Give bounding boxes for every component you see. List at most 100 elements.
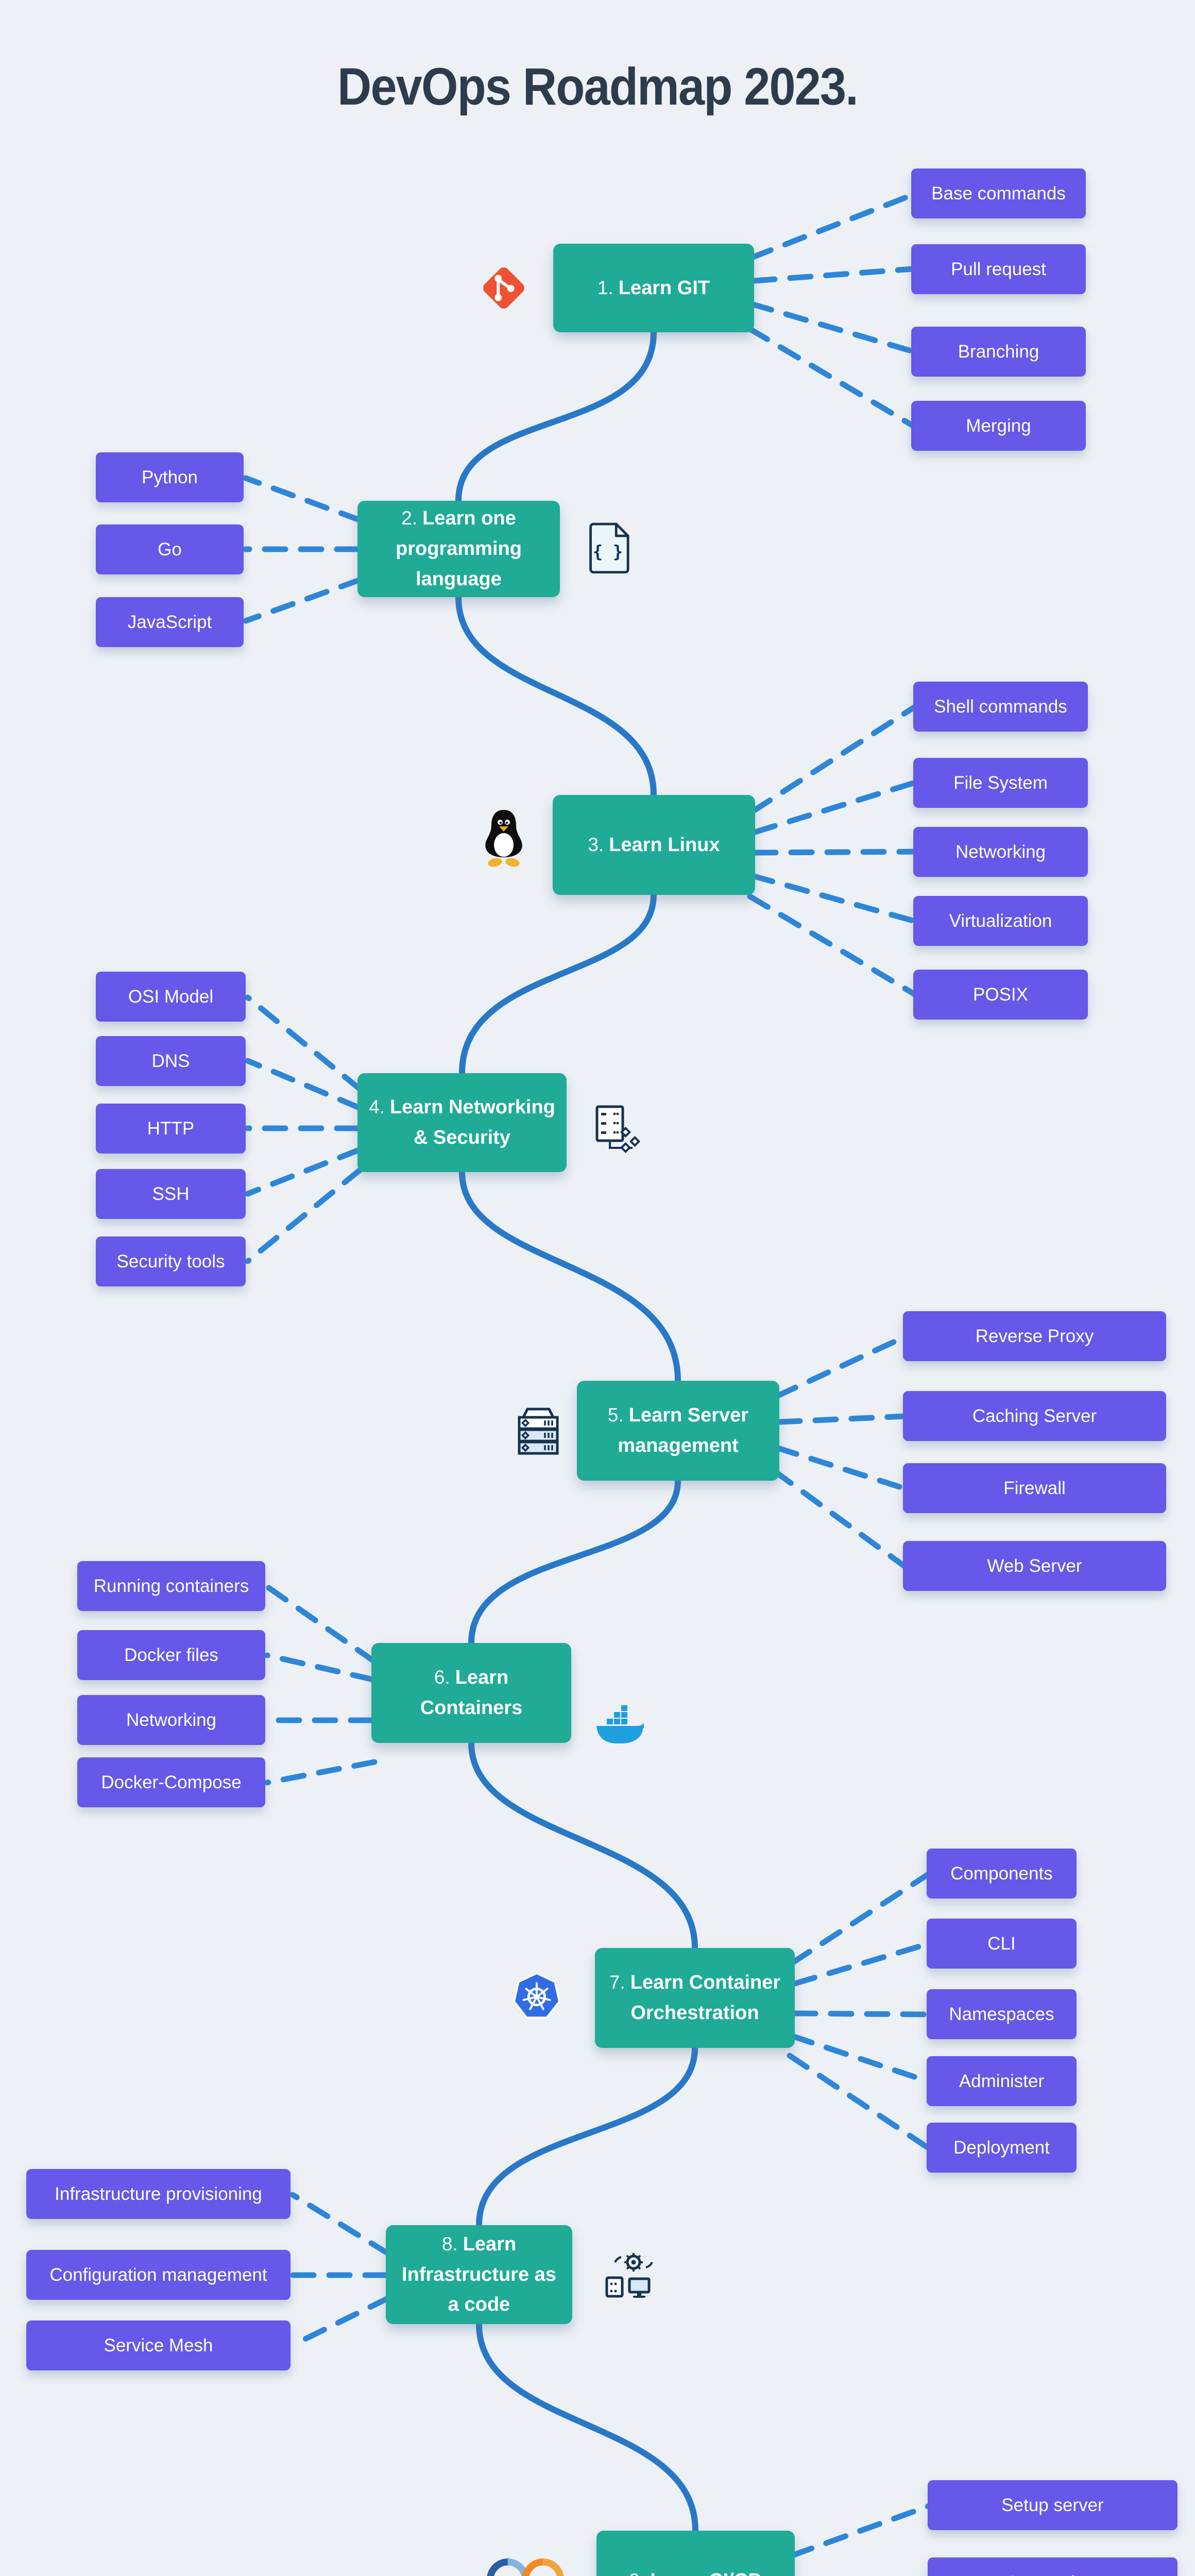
topic-label: Shell commands: [934, 696, 1067, 717]
topic-label: Caching Server: [972, 1405, 1097, 1426]
topic-box: Integration: [928, 2557, 1177, 2576]
code-file-icon: { }: [586, 522, 630, 576]
main-curve: [455, 329, 698, 2576]
topic-label: Namespaces: [949, 2004, 1054, 2024]
node-title: Learn CI/CD: [650, 2570, 762, 2576]
topic-label: Infrastructure provisioning: [55, 2183, 262, 2204]
kubernetes-icon: [511, 1971, 562, 2024]
topic-label: Branching: [958, 341, 1039, 362]
topic-label: CLI: [987, 1933, 1016, 1954]
docker-whale-icon: [592, 1700, 645, 1747]
topic-label: Firewall: [1003, 1478, 1066, 1498]
topic-label: Networking: [126, 1709, 217, 1730]
node-number: 7.: [609, 1972, 625, 1993]
node-title: Learn Networking & Security: [389, 1096, 555, 1148]
topic-label: Configuration management: [49, 2264, 267, 2285]
node-title: Learn Containers: [420, 1667, 523, 1719]
topic-box: Shell commands: [913, 682, 1088, 732]
topic-label: Service Mesh: [104, 2335, 213, 2355]
topic-label: POSIX: [973, 984, 1028, 1005]
topic-box: Administer: [927, 2056, 1077, 2106]
topic-label: HTTP: [147, 1118, 195, 1139]
topic-label: Integration: [1010, 2572, 1095, 2576]
topic-box: Reverse Proxy: [903, 1311, 1166, 1361]
topic-box: Networking: [77, 1695, 265, 1745]
node-title: Learn Infrastructure as a code: [402, 2233, 556, 2316]
topic-box: Components: [927, 1849, 1077, 1899]
node-learn-infrastructure-as-code: 8.Learn Infrastructure as a code: [386, 2225, 572, 2324]
iac-automation-icon: [603, 2249, 655, 2302]
node-learn-networking-security: 4.Learn Networking & Security: [357, 1073, 567, 1172]
page-title: DevOps Roadmap 2023.: [337, 57, 859, 116]
topic-label: Web Server: [987, 1555, 1082, 1576]
topic-box: Namespaces: [927, 1989, 1077, 2039]
topic-label: Security tools: [116, 1251, 225, 1272]
topic-label: Components: [950, 1863, 1053, 1884]
topic-label: Setup server: [1001, 2495, 1104, 2515]
topic-box: OSI Model: [96, 972, 246, 1022]
topic-box: Pull request: [911, 244, 1086, 294]
dashed-branch-lines: [243, 192, 932, 2558]
topic-box: Web Server: [903, 1541, 1166, 1591]
topic-box: Security tools: [96, 1236, 246, 1286]
topic-box: File System: [913, 758, 1088, 808]
topic-box: SSH: [96, 1169, 246, 1219]
node-learn-git: 1.Learn GIT: [553, 244, 754, 332]
topic-label: Running containers: [93, 1575, 249, 1596]
topic-label: Docker-Compose: [101, 1772, 242, 1792]
topic-label: Go: [158, 539, 182, 560]
node-learn-containers: 6.Learn Containers: [371, 1643, 571, 1743]
topic-box: Service Mesh: [26, 2320, 291, 2370]
node-title: Learn Server management: [618, 1404, 749, 1456]
node-number: 2.: [401, 507, 418, 529]
network-security-icon: [592, 1103, 641, 1157]
node-number: 8.: [441, 2233, 458, 2255]
git-icon: [476, 260, 532, 318]
topic-box: Caching Server: [903, 1391, 1166, 1441]
node-number: 3.: [588, 834, 604, 855]
node-title: Learn Linux: [609, 834, 720, 856]
topic-box: Firewall: [903, 1463, 1166, 1513]
topic-label: SSH: [152, 1183, 190, 1204]
topic-label: JavaScript: [127, 612, 212, 632]
linux-tux-icon: [478, 807, 530, 872]
topic-label: Python: [142, 467, 198, 487]
node-number: 1.: [597, 277, 613, 298]
node-title: Learn GIT: [618, 277, 710, 299]
topic-label: Networking: [955, 841, 1046, 862]
node-number: 4.: [369, 1096, 385, 1118]
topic-box: CLI: [927, 1919, 1077, 1969]
topic-label: File System: [953, 772, 1048, 793]
topic-label: Reverse Proxy: [975, 1326, 1094, 1346]
svg-text:{ }: { }: [593, 542, 623, 562]
topic-label: Virtualization: [949, 910, 1052, 931]
topic-box: Setup server: [928, 2480, 1177, 2530]
topic-box: DNS: [96, 1036, 246, 1086]
server-rack-icon: [512, 1404, 565, 1461]
topic-box: Merging: [911, 401, 1086, 451]
topic-box: Deployment: [927, 2123, 1077, 2173]
topic-box: Configuration management: [26, 2250, 291, 2300]
topic-label: Pull request: [951, 259, 1046, 279]
topic-label: DNS: [151, 1050, 190, 1071]
topic-label: Merging: [966, 415, 1031, 436]
topic-box: HTTP: [96, 1104, 246, 1154]
node-learn-container-orchestration: 7.Learn Container Orchestration: [595, 1948, 795, 2048]
topic-box: JavaScript: [96, 597, 244, 647]
topic-box: Running containers: [77, 1561, 265, 1611]
topic-box: Networking: [913, 827, 1088, 877]
node-number: 6.: [434, 1667, 450, 1688]
topic-label: Docker files: [124, 1645, 218, 1665]
topic-box: Virtualization: [913, 896, 1088, 946]
node-learn-programming-language: 2.Learn one programming language: [357, 501, 560, 597]
topic-box: POSIX: [913, 970, 1088, 1020]
node-learn-linux: 3.Learn Linux: [553, 795, 755, 895]
topic-box: Infrastructure provisioning: [26, 2169, 291, 2219]
topic-label: Deployment: [953, 2137, 1050, 2158]
topic-label: OSI Model: [128, 986, 214, 1007]
node-number: 5.: [607, 1404, 624, 1426]
topic-box: Python: [96, 452, 244, 502]
node-learn-cicd: 9.Learn CI/CD: [596, 2531, 795, 2576]
node-learn-server-management: 5.Learn Server management: [577, 1381, 779, 1481]
